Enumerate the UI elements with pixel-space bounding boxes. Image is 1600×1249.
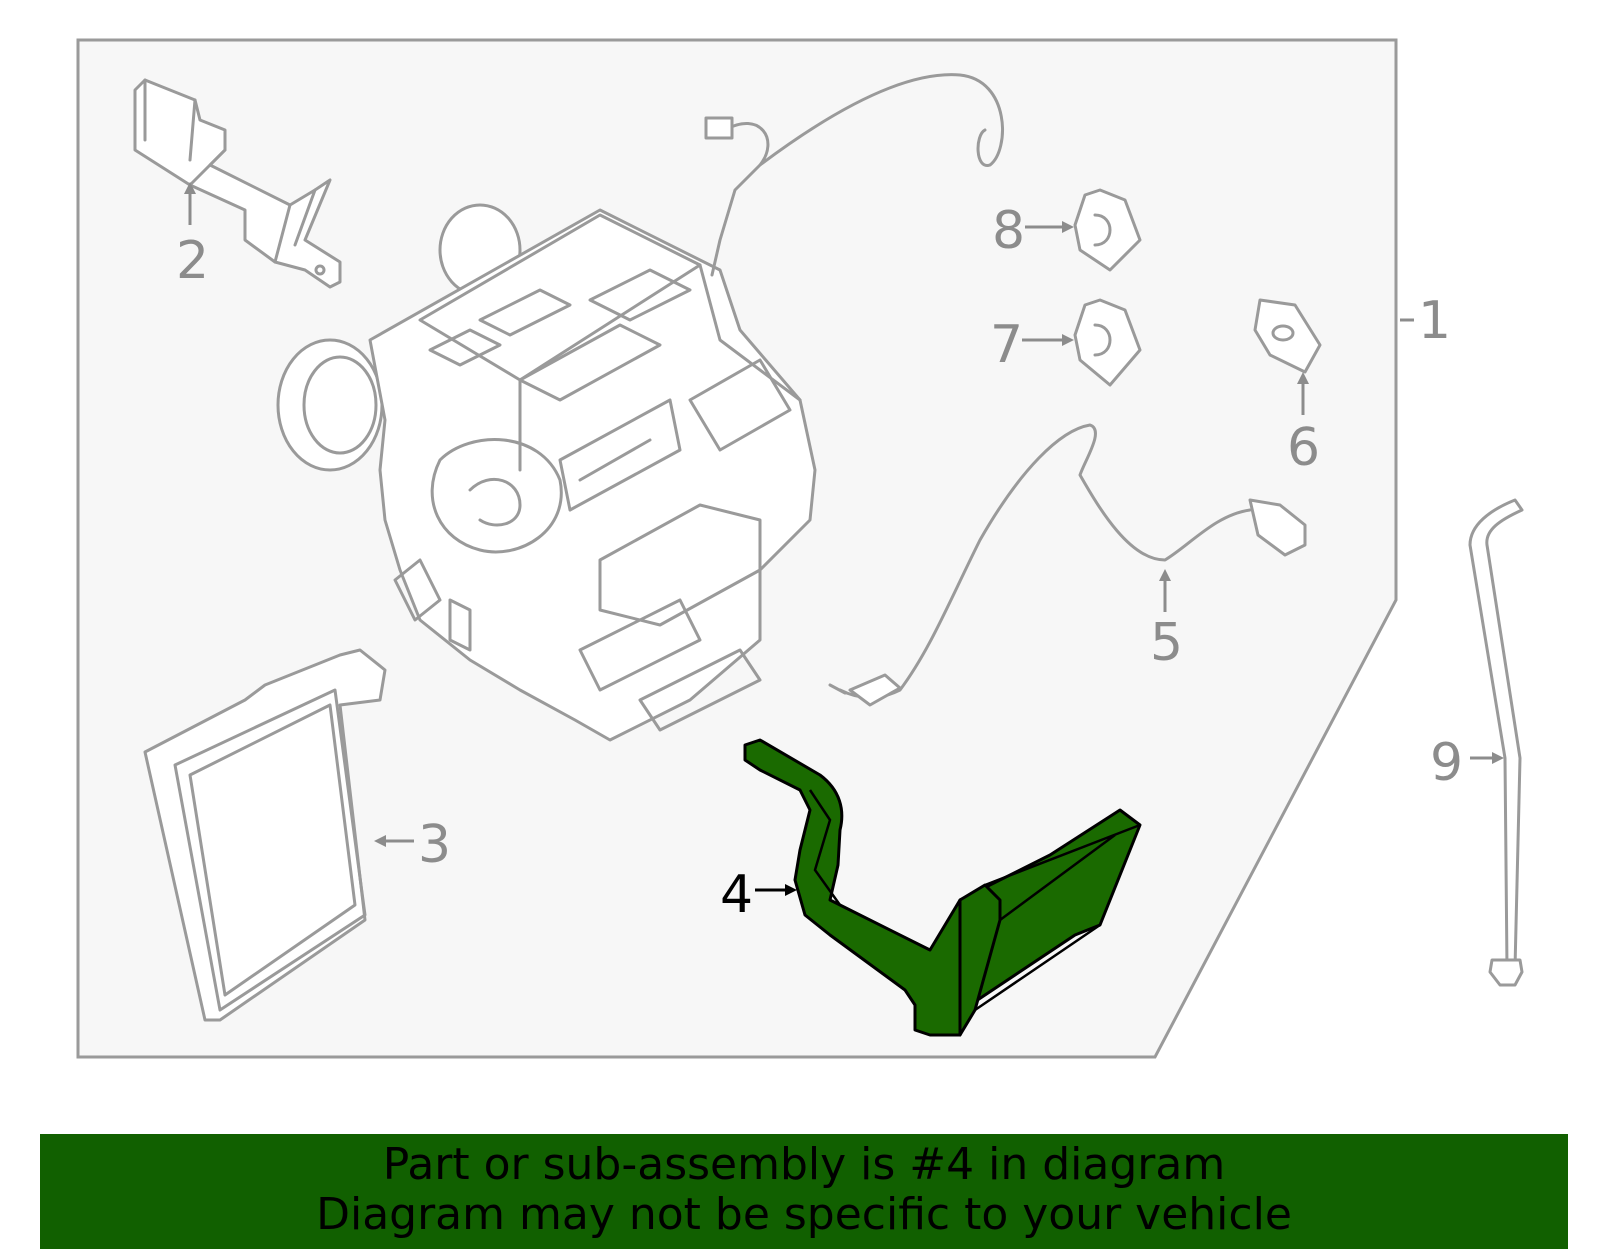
part-9-drain-hose[interactable] <box>1468 498 1524 987</box>
banner-line-2: Diagram may not be specific to your vehi… <box>316 1189 1292 1240</box>
callout-2: 2 <box>176 231 209 291</box>
part-2-bracket[interactable] <box>133 78 342 289</box>
part-3-evaporator[interactable] <box>143 648 387 1022</box>
part-1-hvac-case[interactable] <box>276 203 817 742</box>
callout-6: 6 <box>1287 418 1320 478</box>
callout-8: 8 <box>992 201 1025 261</box>
callout-5: 5 <box>1150 613 1183 673</box>
callout-7: 7 <box>990 315 1023 375</box>
callout-3: 3 <box>418 815 451 875</box>
part-5-wire-harness[interactable] <box>828 423 1307 707</box>
part-1-wire-harness <box>710 73 1004 277</box>
part-4-heater-core[interactable] <box>743 738 1142 1037</box>
banner-line-1: Part or sub-assembly is #4 in diagram <box>382 1139 1226 1190</box>
part-6-actuator[interactable] <box>1253 298 1322 374</box>
part-7-actuator[interactable] <box>1073 298 1142 387</box>
callout-1: 1 <box>1418 291 1451 351</box>
callout-4: 4 <box>720 865 753 925</box>
info-banner: Part or sub-assembly is #4 in diagram Di… <box>40 1134 1568 1249</box>
callout-9: 9 <box>1430 733 1463 793</box>
part-8-actuator[interactable] <box>1073 188 1142 272</box>
